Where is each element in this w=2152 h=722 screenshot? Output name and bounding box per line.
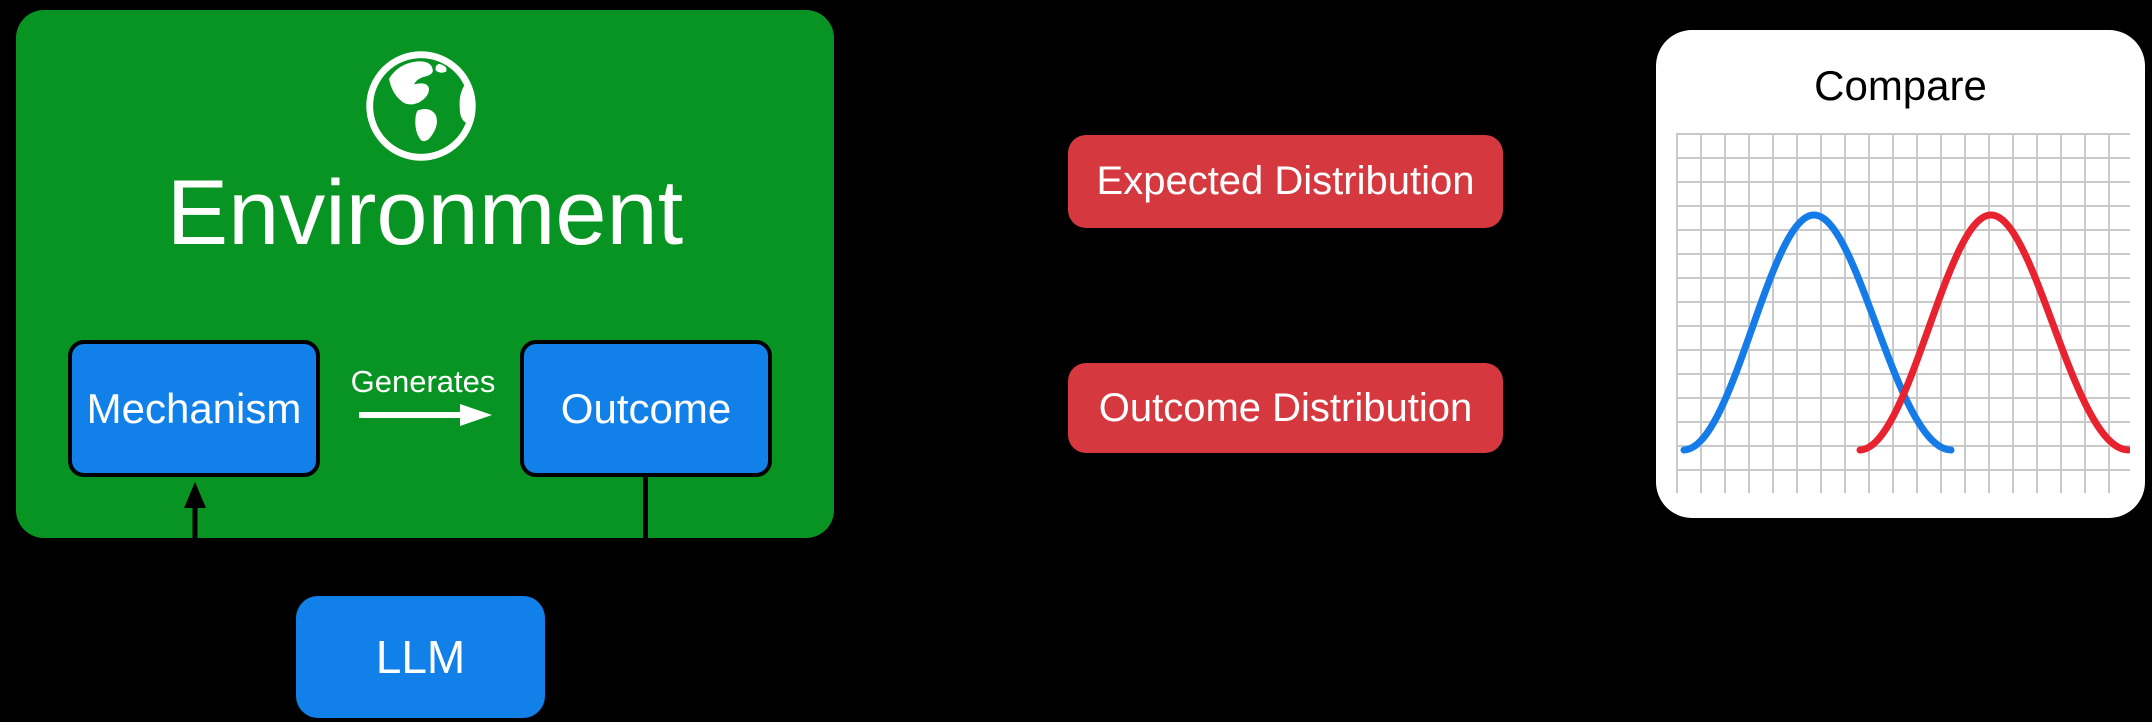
compare-grid <box>1676 133 2130 493</box>
llm-node: LLM <box>296 596 545 718</box>
globe-icon <box>366 51 476 161</box>
outcome-curve <box>1856 211 2130 454</box>
expected-distribution-node: Expected Distribution <box>1068 135 1503 228</box>
outcome-distribution-label: Outcome Distribution <box>1098 385 1473 430</box>
outcome-label: Outcome <box>560 384 732 432</box>
outcome-connector-line <box>643 477 648 563</box>
compare-curves-chart <box>1680 211 2130 454</box>
llm-to-mechanism-arrow-icon <box>184 482 206 572</box>
outcome-distribution-node: Outcome Distribution <box>1068 363 1503 453</box>
expected-curve <box>1680 211 1955 454</box>
environment-title: Environment <box>166 162 684 264</box>
generates-label: Generates <box>350 364 496 399</box>
llm-label: LLM <box>375 631 466 683</box>
outcome-node: Outcome <box>520 340 772 477</box>
mechanism-label: Mechanism <box>86 384 302 432</box>
expected-distribution-label: Expected Distribution <box>1096 159 1475 203</box>
mechanism-node: Mechanism <box>68 340 320 477</box>
generates-arrow-icon <box>359 404 492 426</box>
compare-card: Compare <box>1656 30 2145 518</box>
compare-title: Compare <box>1814 62 1987 109</box>
